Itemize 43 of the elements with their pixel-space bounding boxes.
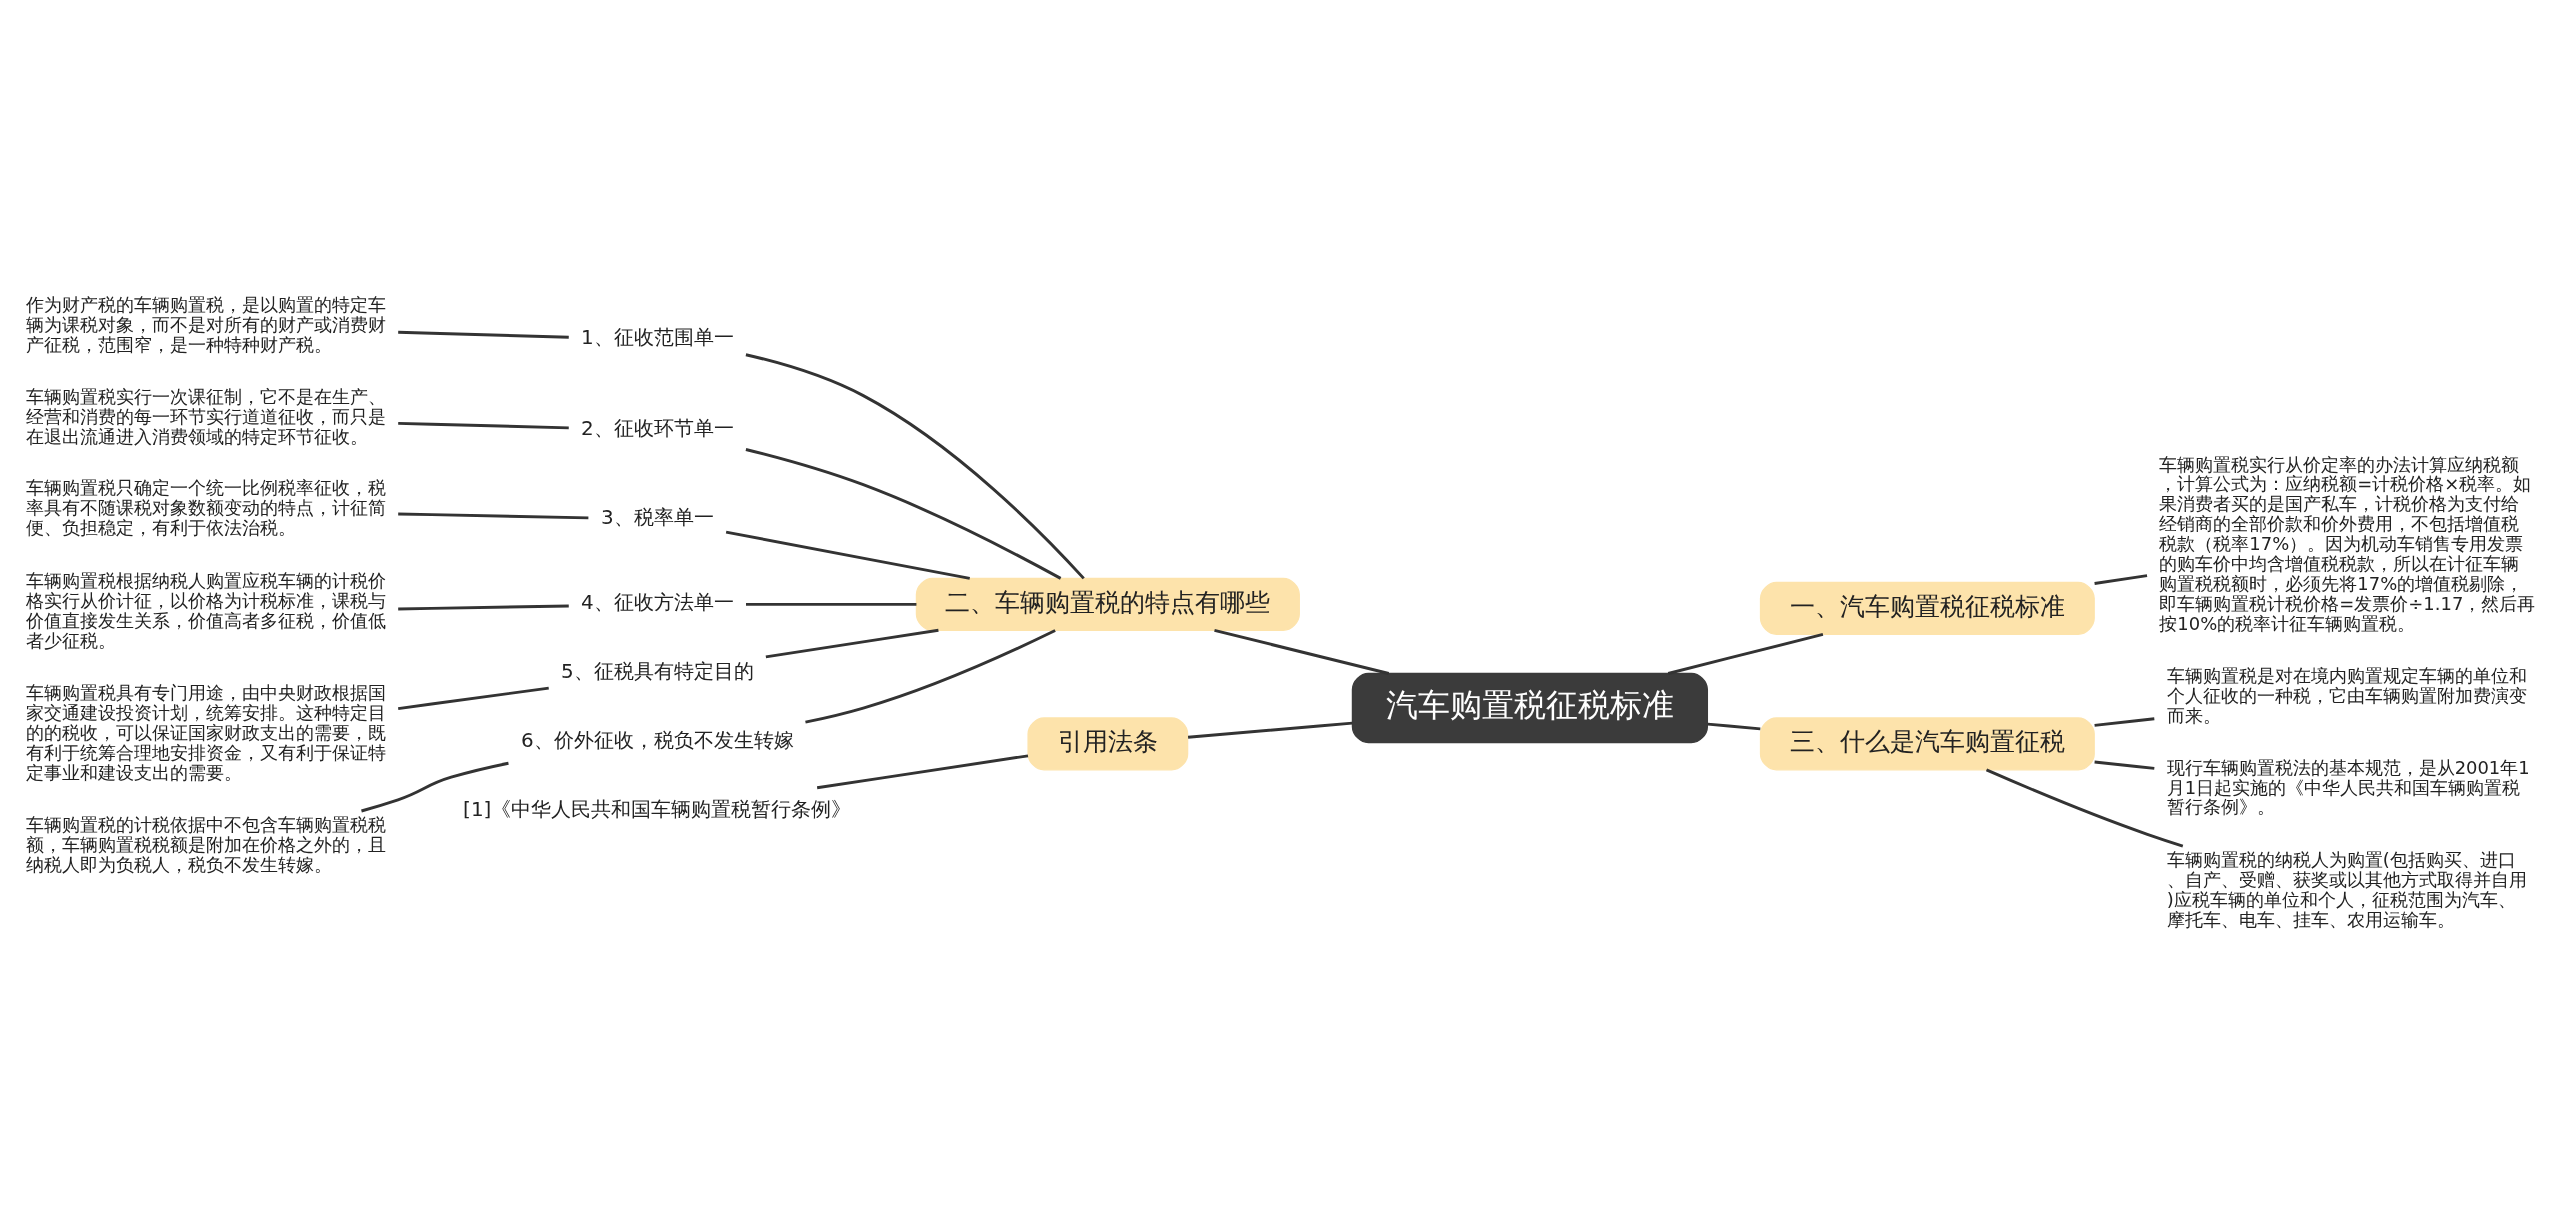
connector: [1214, 628, 1390, 675]
connector: [1667, 632, 1824, 675]
connector: [816, 753, 1029, 789]
connector: [361, 761, 509, 812]
connector: [805, 628, 1056, 724]
connector: [398, 421, 569, 429]
node-text: 现行车辆购置税法的基本规范，是从2001年1月1日起实施的《中华人民共和国车辆购置税暂行条例》。: [2166, 756, 2530, 817]
node-text: 车辆购置税的纳税人为购置(包括购买、进口、自产、受赠、获奖或以其他方式取得并自用)应税车辆的单位和个人，征税范围为汽车、摩托车、电车、挂车、农用运输车。: [2166, 848, 2527, 930]
connector: [2094, 716, 2155, 727]
node-text: 作为财产税的车辆购置税，是以购置的特定车辆为课税对象，而不是对所有的财产或消费财产征税，范围窄，是一种特种财产税。: [25, 293, 386, 355]
node-box: 三、什么是汽车购置征税: [1759, 716, 2095, 771]
connector: [398, 686, 549, 710]
connector: [725, 530, 970, 580]
node-text: 车辆购置税是对在境内购置规定车辆的单位和个人征收的一种税，它由车辆购置附加费演变而来。: [2166, 664, 2527, 726]
node-text: 车辆购置税的计税依据中不包含车辆购置税税额，车辆购置税税额是附加在价格之外的，且纳税人即为负税人，税负不发生转嫁。: [25, 813, 386, 875]
connector: [1187, 721, 1353, 739]
connector: [745, 447, 1062, 580]
connector: [398, 512, 589, 519]
connector: [398, 603, 569, 610]
node-box: 一、汽车购置税征税标准: [1759, 581, 2095, 635]
node-text: 车辆购置税根据纳税人购置应税车辆的计税价格实行从价计征，以价格为计税标准，课税与价值直接发生关系，价值高者多征税，价值低者少征税。: [25, 569, 386, 651]
node-text: [1]《中华人民共和国车辆购置税暂行条例》: [463, 797, 852, 821]
node-box: 引用法条: [1027, 716, 1189, 771]
node-text: 4、征收方法单一: [580, 590, 734, 614]
node-box: 二、车辆购置税的特点有哪些: [915, 577, 1300, 631]
connector: [765, 628, 939, 658]
node-text: 车辆购置税实行从价定率的办法计算应纳税额，计算公式为：应纳税额=计税价格×税率。如果消费者买的是国产私车，计税价格为支付给经销商的全部价款和价外费用，不包括增值税税款（税率17%）。因为机动车销售专用发票的购车价中均含增值税税款，所以在计征车辆购置税税额时，必须先将17%的增值税剔除，即车辆购置税计税价格=发票价÷1.17，然后再按10%的税率计征车辆购置税。: [2159, 453, 2536, 634]
node-box: 汽车购置税征税标准: [1351, 672, 1709, 743]
node-text: 6、价外征收，税负不发生转嫁: [520, 728, 794, 752]
node-text: 2、征收环节单一: [580, 416, 734, 440]
node-text: 车辆购置税具有专门用途，由中央财政根据国家交通建设投资计划，统筹安排。这种特定目的的税收，可以保证国家财政支出的需要，既有利于统筹合理地安排资金，又有利于保证特定事业和建设支出的需要。: [25, 681, 386, 783]
node-text: 5、征税具有特定目的: [560, 659, 754, 683]
connector: [745, 352, 1085, 579]
connector: [746, 602, 917, 606]
connector: [2094, 760, 2155, 770]
node-text: 车辆购置税只确定一个统一比例税率征收，税率具有不随课税对象数额变动的特点，计征简便、负担稳定，有利于依法治税。: [25, 476, 386, 538]
node-text: 车辆购置税实行一次课征制，它不是在生产、经营和消费的每一环节实行道道征收，而只是在退出流通进入消费领域的特定环节征收。: [25, 385, 386, 447]
connector: [1985, 768, 2184, 848]
connector: [1707, 722, 1761, 730]
node-text: 1、征收范围单一: [580, 325, 734, 349]
connector: [2094, 573, 2148, 585]
connector: [398, 330, 569, 339]
node-text: 3、税率单一: [600, 505, 714, 529]
